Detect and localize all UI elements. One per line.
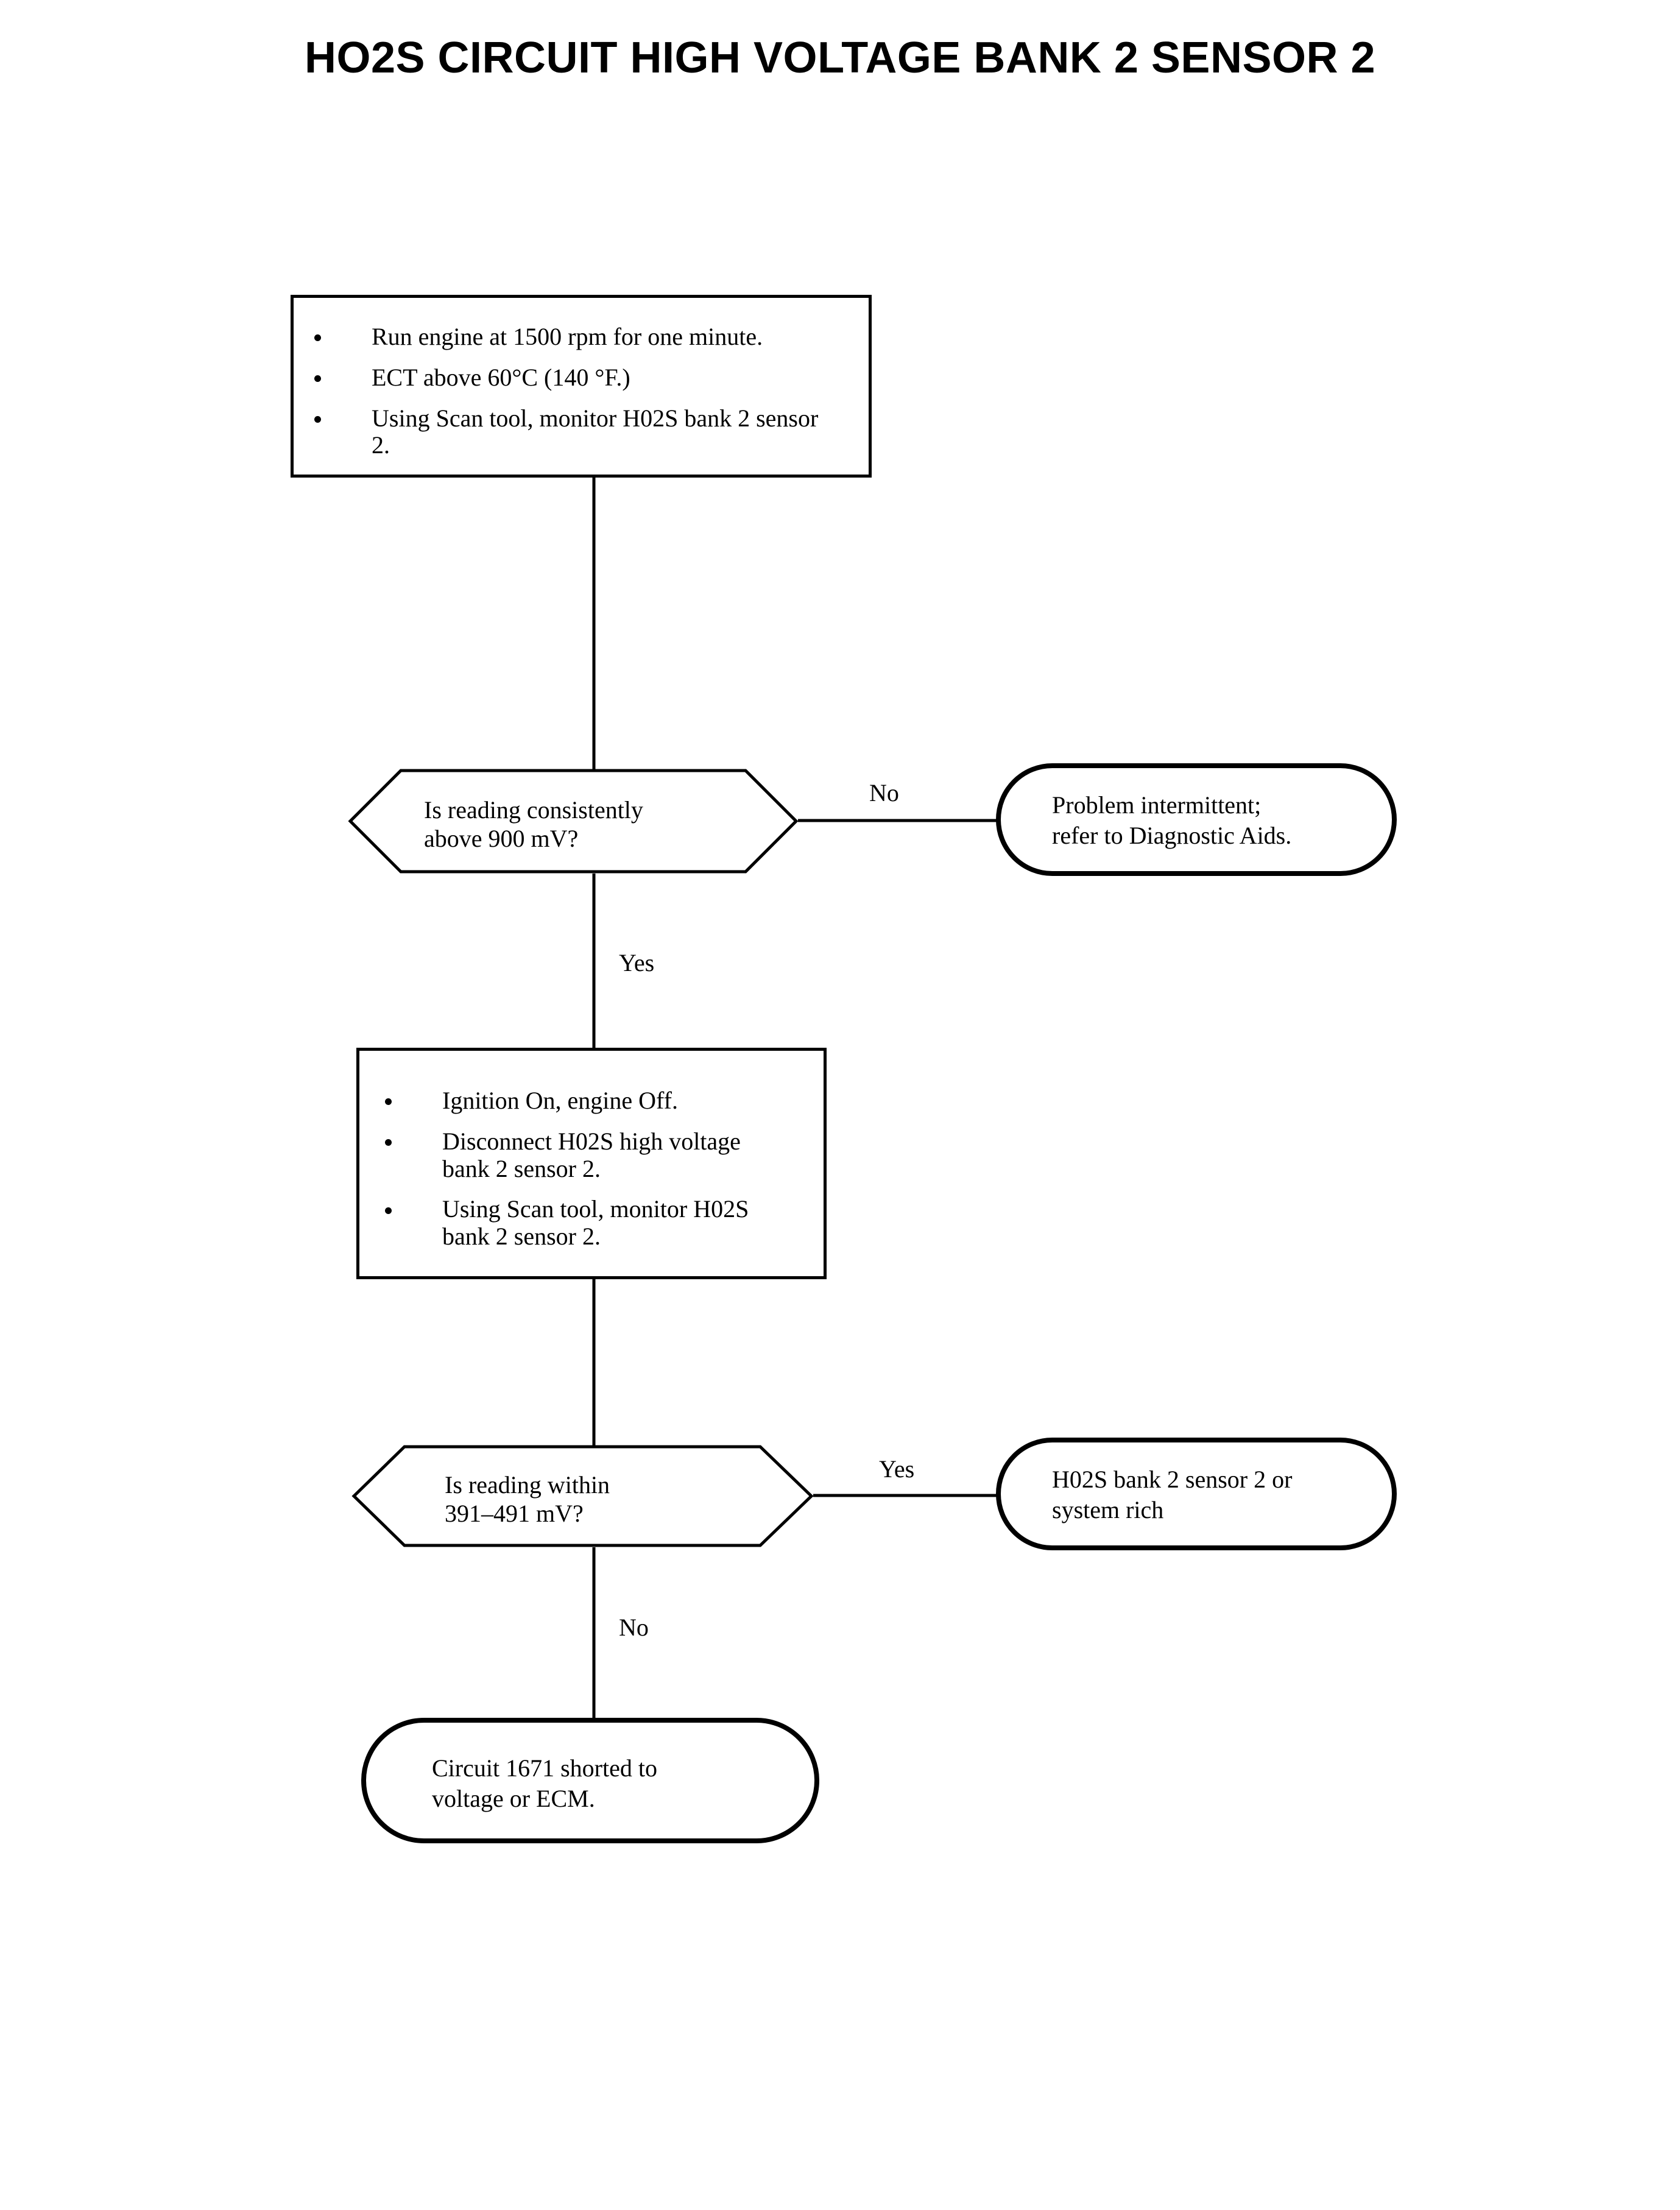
node-terminal2-stadium[interactable]: H02S bank 2 sensor 2 or system rich <box>996 1438 1397 1550</box>
bullet-dot-icon <box>314 415 321 423</box>
list-item: ECT above 60°C (140 °F.) <box>314 364 844 392</box>
edge-label-decision2-yes: Yes <box>879 1455 915 1483</box>
step1-bullet-2-text: ECT above 60°C (140 °F.) <box>372 363 630 391</box>
step1-bullet-1-text: Run engine at 1500 rpm for one minute. <box>372 323 763 350</box>
list-item: Run engine at 1500 rpm for one minute. <box>314 323 844 351</box>
step1-bullet-list: Run engine at 1500 rpm for one minute. E… <box>314 323 844 459</box>
list-item: Using Scan tool, monitor H02S bank 2 sen… <box>385 1196 802 1251</box>
terminal3-label: Circuit 1671 shorted to voltage or ECM. <box>432 1754 657 1812</box>
step2-bullet-3-text: Using Scan tool, monitor H02S bank 2 sen… <box>442 1195 749 1251</box>
bullet-dot-icon <box>385 1207 392 1214</box>
step2-bullet-list: Ignition On, engine Off. Disconnect H02S… <box>385 1087 802 1251</box>
page-title: HO2S CIRCUIT HIGH VOLTAGE BANK 2 SENSOR … <box>304 34 1376 82</box>
node-step2-process-box[interactable]: Ignition On, engine Off. Disconnect H02S… <box>356 1048 827 1279</box>
terminal1-label: Problem intermittent; refer to Diagnosti… <box>1052 791 1292 849</box>
edge-label-decision2-no: No <box>619 1614 649 1641</box>
list-item: Using Scan tool, monitor H02S bank 2 sen… <box>314 404 844 460</box>
terminal2-label: H02S bank 2 sensor 2 or system rich <box>1052 1466 1293 1523</box>
node-decision2-hexagon[interactable]: Is reading within 391–491 mV? <box>351 1445 814 1547</box>
bullet-dot-icon <box>385 1139 392 1146</box>
edge-label-decision1-yes: Yes <box>619 949 655 976</box>
decision2-hexagon-shape <box>351 1445 814 1547</box>
bullet-dot-icon <box>385 1098 392 1106</box>
node-decision1-hexagon[interactable]: Is reading consistently above 900 mV? <box>348 769 799 874</box>
bullet-dot-icon <box>314 334 321 342</box>
decision1-hexagon-shape <box>348 769 799 874</box>
step2-bullet-1-text: Ignition On, engine Off. <box>442 1087 678 1114</box>
decision1-label: Is reading consistently above 900 mV? <box>424 796 643 853</box>
step2-bullet-2-text: Disconnect H02S high voltage bank 2 sens… <box>442 1127 741 1182</box>
bullet-dot-icon <box>314 375 321 383</box>
edge-label-decision1-no: No <box>869 779 899 807</box>
list-item: Ignition On, engine Off. <box>385 1087 802 1115</box>
list-item: Disconnect H02S high voltage bank 2 sens… <box>385 1128 802 1183</box>
step1-bullet-3-text: Using Scan tool, monitor H02S bank 2 sen… <box>372 404 819 459</box>
node-terminal1-stadium[interactable]: Problem intermittent; refer to Diagnosti… <box>996 763 1397 876</box>
decision2-label: Is reading within 391–491 mV? <box>445 1471 610 1528</box>
node-step1-process-box[interactable]: Run engine at 1500 rpm for one minute. E… <box>291 295 872 478</box>
node-terminal3-stadium[interactable]: Circuit 1671 shorted to voltage or ECM. <box>361 1718 819 1843</box>
